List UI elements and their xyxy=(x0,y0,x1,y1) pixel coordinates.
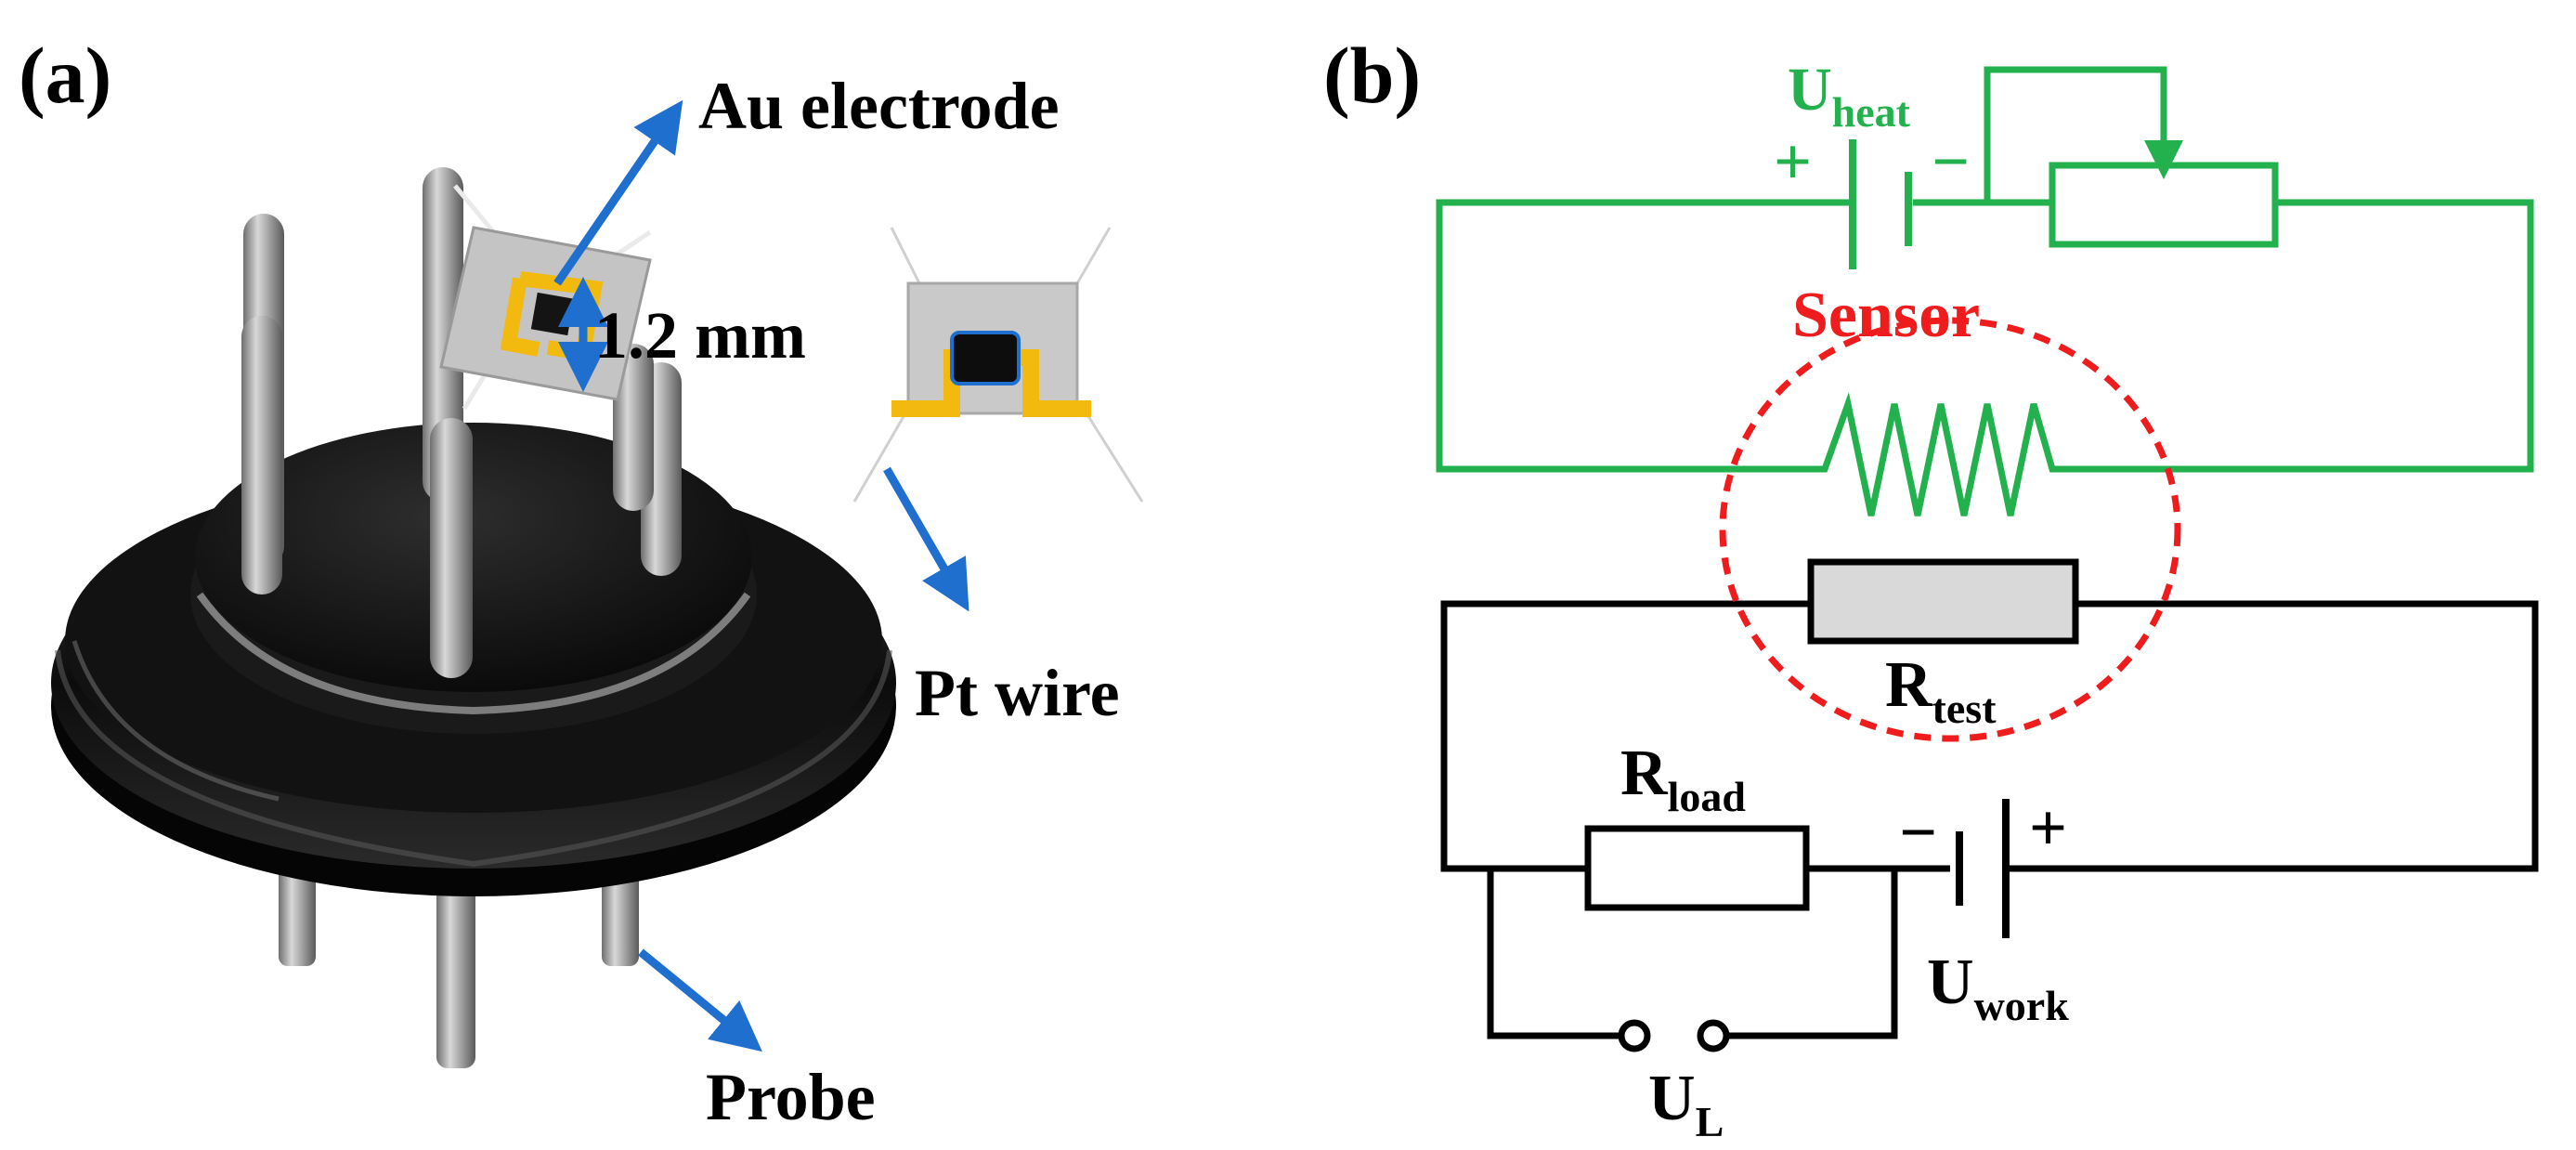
sensor-boundary xyxy=(1719,317,2181,742)
load-resistor-body xyxy=(1584,825,1810,911)
load-resistor-label: Rload xyxy=(1620,738,1746,820)
test-resistor-label: Rtest xyxy=(1885,649,1997,732)
heater-circuit xyxy=(1436,66,2534,516)
output-terminal-right xyxy=(1697,1019,1730,1052)
panel-a-label: (a) xyxy=(19,31,111,120)
panel-a: (a) xyxy=(19,31,1144,1134)
electrode-arrow xyxy=(553,99,683,286)
work-plus-sign: + xyxy=(2029,791,2067,865)
probe-pins xyxy=(241,167,682,678)
wire-arrow xyxy=(883,466,969,612)
annotation-arrows xyxy=(553,99,969,1052)
work-source-label: Uwork xyxy=(1927,947,2069,1029)
probe-base xyxy=(51,423,896,896)
heat-rheostat xyxy=(2049,162,2279,248)
rheostat-wiper xyxy=(1984,66,2183,203)
probe-arrow xyxy=(638,948,762,1052)
heat-minus-sign: − xyxy=(1932,124,1970,199)
work-minus-sign: − xyxy=(1899,795,1937,869)
panel-b-label: (b) xyxy=(1323,31,1421,120)
heater-coil xyxy=(1802,392,2085,516)
heat-plus-sign: + xyxy=(1774,124,1812,199)
sensor-label: Sensor xyxy=(1792,280,1980,351)
test-circuit xyxy=(1440,558,2539,1052)
heat-source-label: Uheat xyxy=(1788,56,1911,136)
chip-inset xyxy=(852,227,1144,503)
electrode-label: Au electrode xyxy=(698,69,1060,143)
dimension-label: 1.2 mm xyxy=(594,298,806,372)
panel-b: (b) Uheat xyxy=(1323,31,2539,1145)
wire-label: Pt wire xyxy=(915,656,1120,730)
output-voltage-label: UL xyxy=(1648,1063,1724,1145)
output-terminal-left xyxy=(1618,1019,1651,1052)
probe-label: Probe xyxy=(706,1060,876,1134)
test-resistor-body xyxy=(1807,558,2079,645)
